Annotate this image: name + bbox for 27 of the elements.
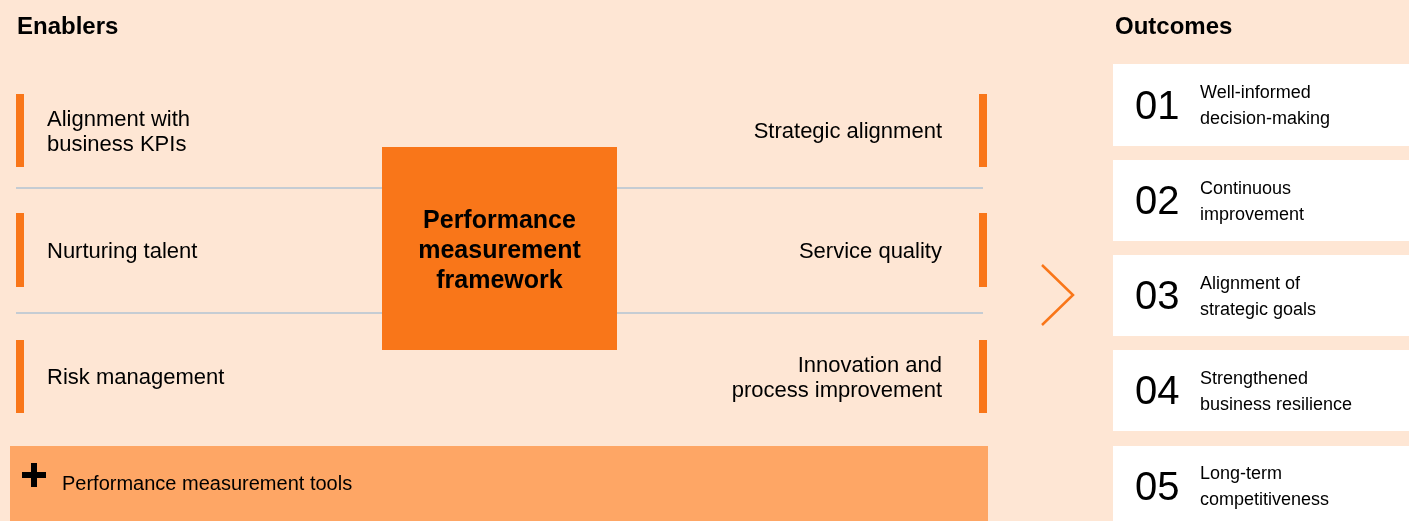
enabler-text: Service quality xyxy=(798,237,942,263)
tools-band xyxy=(10,446,988,521)
tools-text: Performance measurement tools xyxy=(62,472,353,495)
outcome-text: Alignment of strategic goals xyxy=(1200,271,1318,321)
framework-box xyxy=(382,147,617,350)
outcome-card xyxy=(1113,160,1409,241)
outcome-number: 04 xyxy=(1135,368,1181,413)
outcome-text: Long-term competitiveness xyxy=(1200,462,1331,511)
outcome-number: 05 xyxy=(1135,463,1181,509)
enabler-text: Strategic alignment xyxy=(753,118,942,143)
outcome-number: 03 xyxy=(1135,273,1181,318)
enabler-text: Alignment with business KPIs xyxy=(47,105,192,156)
outcome-card xyxy=(1113,255,1409,336)
outcome-text: Continuous improvement xyxy=(1200,176,1306,226)
enabler-text: Innovation and process improvement xyxy=(730,351,942,402)
outcome-number: 01 xyxy=(1135,82,1181,128)
section-heading: Outcomes xyxy=(1115,12,1233,40)
enabler-text: Nurturing talent xyxy=(47,237,198,263)
outcome-card xyxy=(1113,350,1409,431)
outcome-card xyxy=(1113,64,1409,146)
outcome-number: 02 xyxy=(1135,178,1181,223)
outcome-text: Strengthened business resilience xyxy=(1200,366,1354,416)
framework-title: Performance measurement framework xyxy=(417,203,582,294)
outcome-text: Well-informed decision-making xyxy=(1200,81,1332,130)
section-heading: Enablers xyxy=(17,12,119,40)
enabler-text: Risk management xyxy=(47,364,225,389)
outcome-card xyxy=(1113,446,1409,521)
